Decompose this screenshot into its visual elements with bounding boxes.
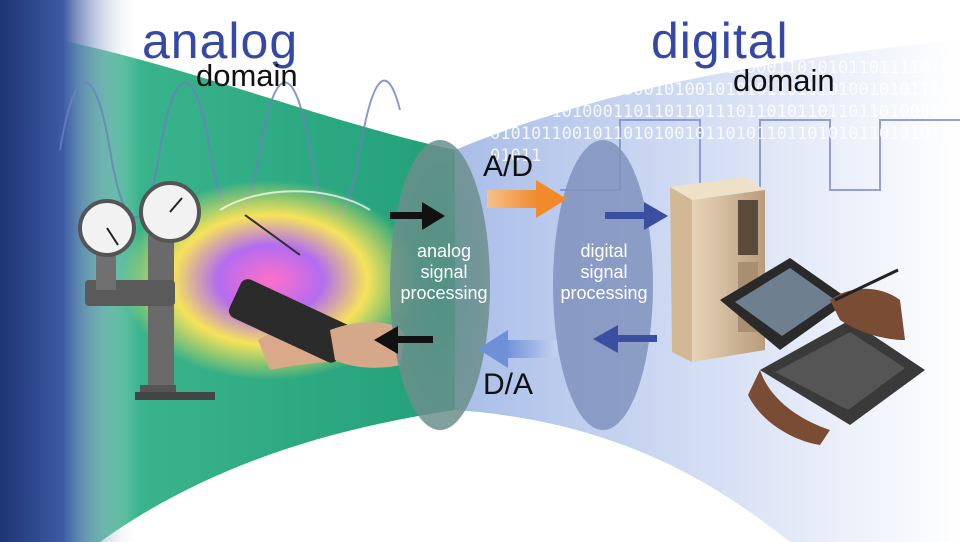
digital-title: digital (651, 13, 789, 69)
analog-processing-line: processing (400, 283, 488, 303)
handheld-meter-icon (228, 279, 405, 370)
digital-out-arrow (593, 325, 657, 353)
analog-processing-line: analog (416, 241, 472, 261)
analog-processing-line: signal (420, 262, 468, 282)
dial-scale (219, 190, 371, 211)
da-label: D/A (483, 368, 534, 401)
tablet-pc-icon (720, 258, 925, 445)
pressure-gauge-icon (78, 181, 215, 400)
ad-label: A/D (483, 150, 534, 183)
left-band (0, 0, 140, 542)
dial-needle (244, 214, 301, 256)
da-arrow (478, 330, 557, 368)
analog-subtitle: domain (196, 58, 298, 93)
binary-background-text: 0010111010101011010010111000110101011011… (490, 58, 951, 166)
analog-out-arrow (374, 326, 433, 354)
analog-in-arrow (390, 202, 445, 230)
square-wave-icon (560, 119, 960, 191)
digital-processing-label: digital signal processing (552, 241, 656, 304)
digital-processing-line: processing (560, 283, 648, 303)
digital-subtitle: domain (733, 63, 835, 98)
digital-processing-line: signal (580, 262, 628, 282)
tower-computer-icon (670, 177, 765, 362)
digital-processing-line: digital (580, 241, 628, 261)
analog-processing-label: analog signal processing (392, 241, 496, 304)
ad-arrow (487, 180, 567, 218)
analog-title: analog (142, 13, 299, 69)
digital-in-arrow (605, 202, 668, 230)
